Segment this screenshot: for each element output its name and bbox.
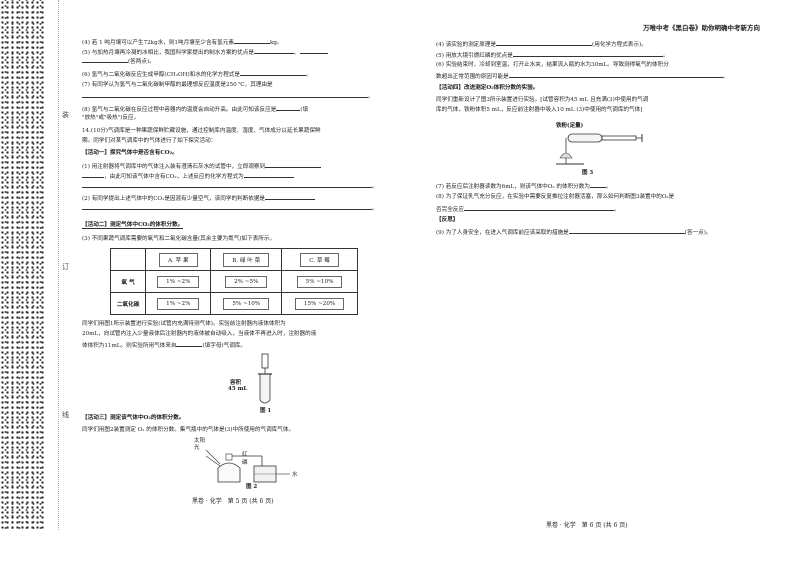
figure2-caption: 图 2 [246,484,258,490]
table-header-a: A. 苹 果 [145,248,212,271]
activity3-desc: 同学们用图2装置测定 O₂ 的体积分数。集气瓶中的气体是(3)中所使用的气调库气… [82,427,295,433]
figure1-volume-label: 容积 [230,380,242,386]
q4r-line: (4) 该实验的测定原理是(用化学方程式表示)。 [436,42,647,48]
figure1-volume-value: 45 mL [228,386,248,392]
binding-char-xian: 线 [62,411,69,419]
binding-dotted-line [58,0,59,530]
q2-line2: 。 [82,204,378,213]
table-cell: 2% ~5% [210,270,283,293]
q3-desc2: 20mL，向试管内注入少量液体后注射器内的液体被自动吸入，当液体不再进入时，注射… [82,331,317,337]
figure3-apparatus-diagram [556,133,643,165]
q3-desc1: 同学们用图1所示装置进行实验(试管内充满待测气体)。实验前注射器内液体体积为 [82,321,286,327]
figure3-caption: 图 3 [582,170,594,176]
figure2-sun-label: 太阳 [194,438,206,444]
q7-line2: 。 [82,92,374,101]
table-cell: 5% ~10% [210,292,283,315]
binding-margin-pattern [0,0,44,530]
header-slogan: 万唯中考《黑白卷》助你明确中考新方向 [643,24,760,32]
q1-line2: ，由此可知该气体中含有CO₂，上述反应的化学方程式为 [82,172,294,181]
q1-line: (1) 用注射器将气调库中的气体注入装有澄清石灰水的试管中，立即观察到 [82,162,322,171]
q3-line: (3) 不同果蔬气调库需要的氧气和二氧化碳含量(其余主要为氮气)如下表所示。 [82,236,276,242]
q7r-line: (7) 若反应后注射器读数为6mL，则该气体中O₂ 的体积分数为。 [436,184,612,190]
q3-desc3: 体体积为11mL。则实验所用气体来自(填字母)气调库。 [82,343,246,349]
q2-line: (2) 有同学提出上述气体中的CO₂是因混有少量空气，该同学的判断依据是 [82,194,316,203]
q9r-line: (9) 为了人身安全，在进入气调库前应该采取的措施是(答一点)。 [436,230,712,236]
figure3-iron-label: 铁粉(足量) [556,123,584,129]
table-cell: 15% ~20% [281,292,358,315]
figure2-apparatus-diagram [205,449,290,483]
gas-content-table: A. 苹 果 B. 绿 叶 菜 C. 草 莓 氧 气 1% ~2% 2% ~5%… [109,248,358,315]
q8-line: (8) 氢气与二氧化碳在反应过程中容器内的温度会自动升高。由此可知该反应是(填 [82,107,309,113]
table-cell: 1% ~2% [145,270,212,293]
table-header-c: C. 草 莓 [281,248,358,271]
q6-line: (6) 氢气与二氧化碳反应生成甲醇(CH₃OH)和水的化学方程式是。 [82,72,312,78]
figure2-water-label: 水 [292,472,298,478]
figure2-phosphorus-label: 红磷 [242,452,248,466]
activity1-heading: 【活动一】探究气体中是否含有CO₂。 [82,150,178,156]
table-row-label-co2: 二氧化碳 [109,292,147,315]
q8-line2: "放热"或"吸热")反应。 [82,115,140,121]
binding-char-zhuang: 装 [62,111,69,119]
table-header-empty [109,248,147,271]
q1-line3: 。 [82,182,378,191]
q14-intro2: 期。同学们对某气调库中的气体进行了如下探究活动： [82,138,217,144]
right-page-footer: 黑卷 · 化学 第 6 页 (共 6 页) [546,522,628,529]
q6r-line: (6) 实验结束时，冷却到室温，打开止水夹，结果流入瓶的水为30mL。导致测得氧… [436,62,669,68]
table-row-label-oxygen: 氧 气 [109,270,147,293]
activity2-heading: 【活动二】测定气体中CO₂的体积分数。 [82,222,184,229]
q5r-line: (5) 用放大镜引燃红磷的优点是。 [436,53,669,59]
figure1-caption: 图 1 [260,408,272,414]
left-page-footer: 黑卷 · 化学 第 5 页 (共 6 页) [192,498,274,505]
q5-line2: (答两点)。 [82,57,155,66]
reflection-heading: 【反思】 [436,217,459,223]
activity4-desc2: 库的气体，铁粉体积5 mL，反应前注射器中吸入10 mL (3)中使用的气调库的… [436,107,643,113]
q5-line: (5) 与加热月壤再冷凝的冰相比，我国科学家提出的制水方案的优点是、 [82,48,328,57]
figure2-light-label: 光 [194,445,200,451]
figure1-test-tube-diagram [258,353,272,404]
q14-intro: 14.(10分)气调库是一种果蔬保鲜贮藏设施，通过控制库内温度、湿度、气体成分以… [82,128,321,134]
q6r-line2: 数超出正常范围的原因可能是。 [436,74,729,80]
table-cell: 1% ~2% [145,292,212,315]
binding-char-ding: 订 [62,263,69,271]
q7-line: (7) 有同学认为氢气与二氧化碳制甲醇的最理想反应温度是250 ℃，其理由是 [82,82,273,88]
table-cell: 5% ~10% [281,270,358,293]
q8r-line2: 否完全反应。 [436,207,620,213]
q8r-line: (8) 为了保证乳气充分反应，在实验中需要反复推拉注射器活塞，那么如何判断图3装… [436,194,675,200]
activity4-desc1: 同学们重新设计了图3所示装置进行实验。[试管容积为45 mL 且充满(3)中使用… [436,97,649,103]
table-header-b: B. 绿 叶 菜 [210,248,283,271]
activity3-heading: 【活动三】测定该气体中O₂的体积分数。 [82,415,185,421]
activity4-heading: 【活动四】改进测定O₂体积分数的实验。 [436,85,539,91]
